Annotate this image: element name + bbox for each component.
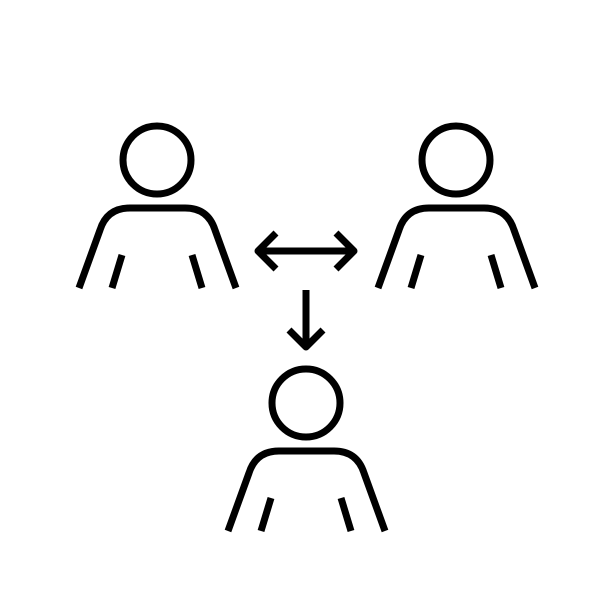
person-right-arm-line [487,253,505,290]
person-top-left-icon [75,122,240,290]
person-shoulders [374,204,539,290]
double-arrow-left-head [254,230,279,272]
person-shoulders [224,447,389,533]
person-bottom-icon [224,365,389,533]
person-left-arm-line [108,253,126,290]
double-arrow-right-head [333,230,358,272]
person-shoulders [75,204,240,290]
person-top-right-icon [374,122,539,290]
down-arrow-icon [286,290,326,351]
person-right-arm-line [188,253,206,290]
person-left-arm-line [407,253,425,290]
person-head [119,122,195,198]
person-head [418,122,494,198]
person-right-arm-line [337,496,355,533]
person-left-arm-line [257,496,275,533]
down-arrow-head [286,327,326,351]
person-head [268,365,344,441]
double-arrow-icon [254,230,358,272]
